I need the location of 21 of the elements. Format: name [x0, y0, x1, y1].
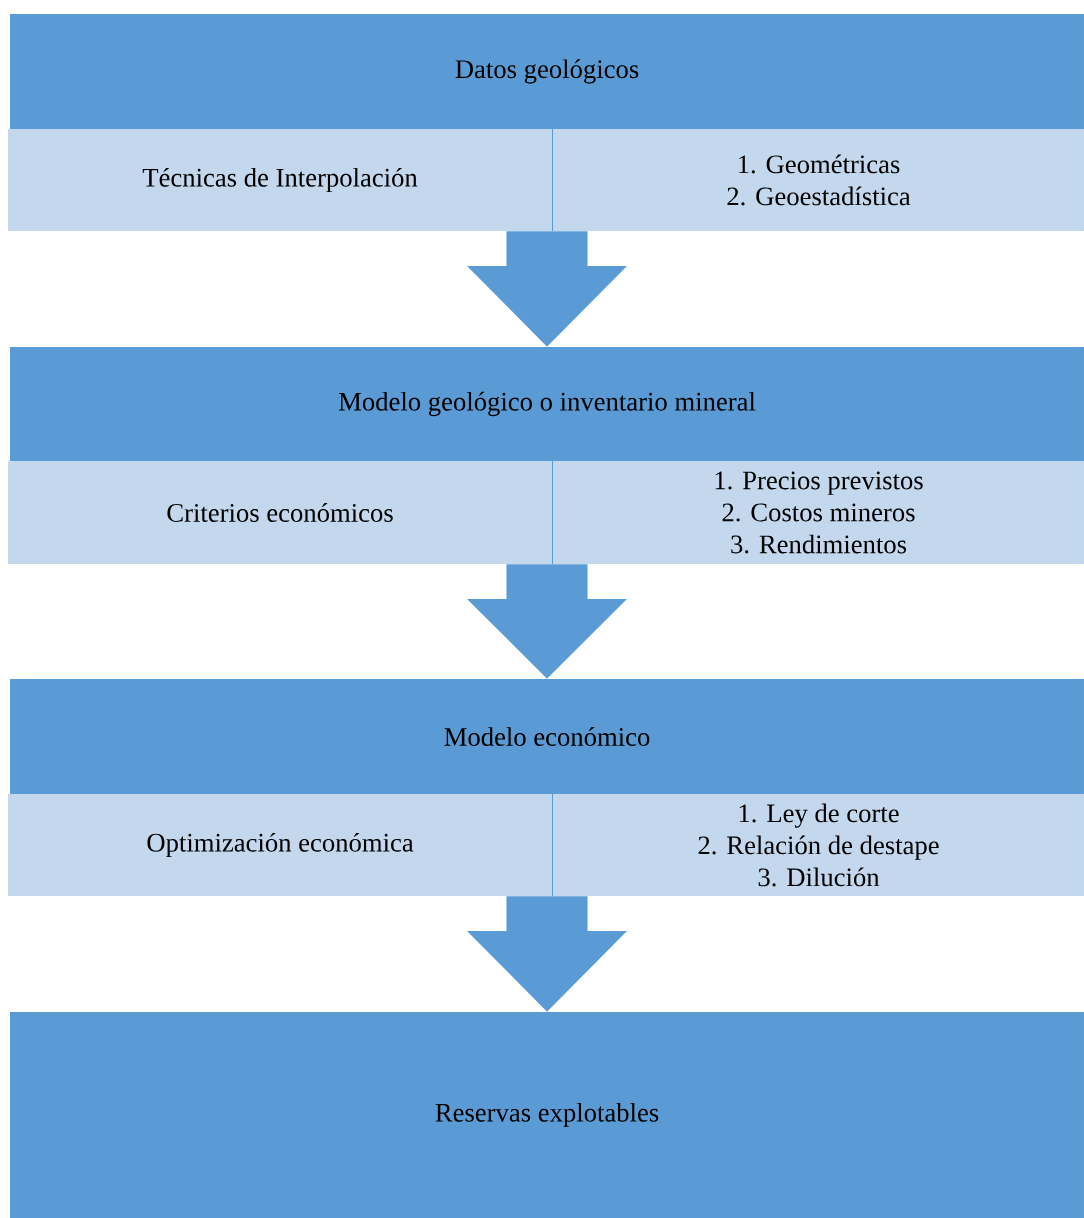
node-label: 1. Ley de corte [739, 803, 899, 828]
row-cell: 1. Geométricas 2. Geoestadística [553, 129, 1084, 231]
row-cell: 1. Ley de corte 2. Relación de destape 3. Dilución [553, 794, 1084, 896]
node-label: 2. Relación de destape [698, 835, 939, 860]
node-label: 1. Geométricas [739, 154, 900, 174]
block-arrow [467, 564, 627, 679]
row-cell: Técnicas de Interpolación [8, 129, 552, 231]
node-label: Criterios económicos [167, 503, 393, 522]
row-cell: Optimización económica [8, 794, 552, 896]
node-label: 3. Dilución [758, 867, 880, 887]
node-label: 1. Precios previstos [715, 471, 923, 495]
block-arrow [467, 896, 627, 1012]
node-label: Optimización económica [147, 832, 414, 858]
node-label: 2. Costos mineros [722, 503, 915, 522]
process-box: Reservas explotables [10, 1012, 1084, 1218]
node-label: Técnicas de Interpolación [142, 167, 418, 193]
row-cell: 1. Precios previstos 2. Costos mineros 3. Rendimientos [553, 461, 1084, 564]
block-arrow [467, 231, 627, 347]
node-label: 2. Geoestadística [727, 186, 911, 206]
node-label: 3. Rendimientos [731, 534, 907, 554]
row-cell: Criterios económicos [8, 461, 552, 564]
